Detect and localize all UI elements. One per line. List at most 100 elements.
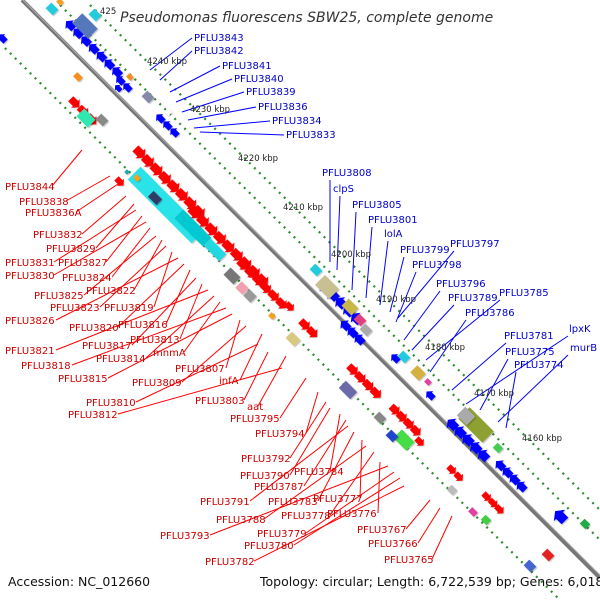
leader-line (135, 343, 259, 403)
gene-label: PFLU3817 (82, 341, 132, 352)
leader-line (336, 195, 341, 271)
gene-label: clpS (333, 184, 354, 195)
gene-label: PFLU3778 (281, 511, 331, 522)
leader-line (209, 465, 389, 536)
leader-line (257, 355, 287, 407)
leader-line (81, 195, 127, 235)
feature-block (446, 484, 458, 496)
gene-label: PFLU3821 (5, 346, 55, 357)
reverse-gene-arrow (163, 121, 173, 131)
leader-line (451, 342, 507, 391)
gene-label: PFLU3823 (50, 303, 100, 314)
feature-block (76, 108, 96, 128)
gene-label: PFLU3786 (465, 308, 515, 319)
gene-label: PFLU3807 (175, 364, 225, 375)
leader-line (417, 507, 441, 544)
feature-block (468, 507, 478, 517)
leader-line (317, 431, 355, 502)
reverse-gene-arrow (553, 509, 569, 525)
leader-line (199, 131, 285, 136)
gene-label: PFLU3781 (504, 331, 554, 342)
tick-label: 4240 kbp (147, 57, 187, 67)
gene-label: PFLU3830 (5, 271, 55, 282)
reverse-gene-arrow (516, 481, 528, 493)
forward-gene-arrow (140, 153, 154, 167)
leader-line (83, 235, 157, 296)
gene-label: PFLU3836 (258, 102, 308, 113)
leader-line (183, 301, 221, 353)
gene-label: PFLU3812 (68, 410, 118, 421)
forward-gene-arrow (244, 266, 256, 278)
feature-block (338, 380, 358, 400)
leader-line (75, 183, 119, 213)
feature-block (393, 429, 415, 451)
feature-block (456, 406, 476, 426)
gene-label: PFLU3842 (194, 46, 244, 57)
gene-label: PFLU3827 (58, 258, 108, 269)
forward-gene-arrow (414, 436, 424, 446)
forward-gene-arrow (284, 301, 294, 311)
leader-line (131, 277, 197, 346)
leader-line (405, 499, 431, 530)
forward-gene-arrow (346, 363, 358, 375)
gene-label: PFLU3816 (118, 320, 168, 331)
genome-backbone (20, 0, 600, 580)
gene-label: PFLU3788 (216, 515, 266, 526)
feature-block (480, 514, 492, 526)
gene-label: PFLU3833 (286, 130, 336, 141)
gene-label: infA (219, 376, 239, 387)
gene-label: PFLU3780 (244, 541, 294, 552)
leader-line (175, 78, 233, 103)
gene-label: PFLU3840 (234, 74, 284, 85)
reverse-gene-arrow (96, 51, 108, 63)
feature-block (353, 313, 367, 327)
leader-line (179, 283, 203, 340)
feature-block (164, 108, 172, 116)
leader-line (351, 211, 357, 291)
gene-label: PFLU3808 (322, 168, 372, 179)
forward-gene-arrow (212, 230, 226, 244)
forward-gene-arrow (298, 318, 310, 330)
leader-line (425, 299, 501, 361)
gene-label: PFLU3839 (246, 87, 296, 98)
feature-block (235, 281, 249, 295)
leader-line (303, 419, 347, 487)
reverse-gene-labels: PFLU3843 PFLU3842 PFLU3841 PFLU3840 PFLU… (194, 33, 597, 371)
gene-label: PFLU3809 (132, 378, 182, 389)
leader-line (263, 445, 367, 520)
genome-summary-text: Topology: circular; Length: 6,722,539 bp… (259, 574, 600, 589)
leader-line (403, 290, 441, 341)
gene-label: PFLU3815 (58, 374, 108, 385)
forward-gene-arrow (149, 162, 163, 176)
leader-line (431, 515, 453, 560)
gene-label: PFLU3782 (205, 557, 255, 568)
leader-line (365, 226, 373, 299)
reverse-gene-arrow (80, 35, 92, 47)
gene-label: PFLU3810 (86, 398, 136, 409)
forward-gene-arrow (453, 471, 463, 481)
leader-line (329, 451, 375, 516)
leader-line (187, 106, 257, 121)
forward-gene-arrow (409, 424, 421, 436)
forward-gene-arrow (481, 491, 491, 501)
forward-gene-arrow (494, 504, 504, 514)
forward-gene-arrow (68, 96, 80, 108)
feature-block (315, 275, 339, 299)
gene-label: PFLU3843 (194, 33, 244, 44)
gene-label: PFLU3776 (327, 509, 377, 520)
gene-label: PFLU3798 (412, 260, 462, 271)
gene-label: lpxK (569, 324, 591, 335)
reverse-gene-arrow (73, 28, 85, 40)
gene-label: PFLU3818 (21, 361, 71, 372)
leader-line (411, 304, 455, 351)
gene-label: murB (570, 343, 597, 354)
feature-block (174, 209, 212, 247)
tick-label: 4220 kbp (238, 154, 278, 164)
gene-label: PFLU3805 (352, 200, 402, 211)
reverse-gene-arrow (170, 128, 180, 138)
leader-line (505, 371, 517, 429)
leader-line (53, 221, 147, 276)
leader-line (429, 319, 467, 373)
reverse-gene-arrow (123, 83, 133, 93)
forward-gene-arrow (259, 281, 271, 293)
